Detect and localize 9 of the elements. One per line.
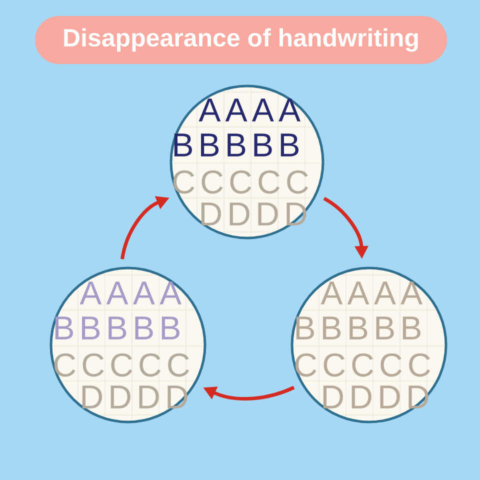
letter-row: CCCCC — [54, 353, 190, 377]
letter-row: BBBBB — [174, 134, 298, 156]
letter-row: AAAA — [320, 282, 422, 304]
title-banner: Disappearance of handwriting — [35, 16, 447, 64]
letter-row: AAAA — [198, 98, 300, 122]
letter-row: AAAA — [80, 282, 182, 304]
letter-row: BBBBB — [296, 316, 420, 340]
letter-row: BBBBB — [55, 316, 180, 340]
letter-row: CCCCC — [295, 353, 430, 377]
